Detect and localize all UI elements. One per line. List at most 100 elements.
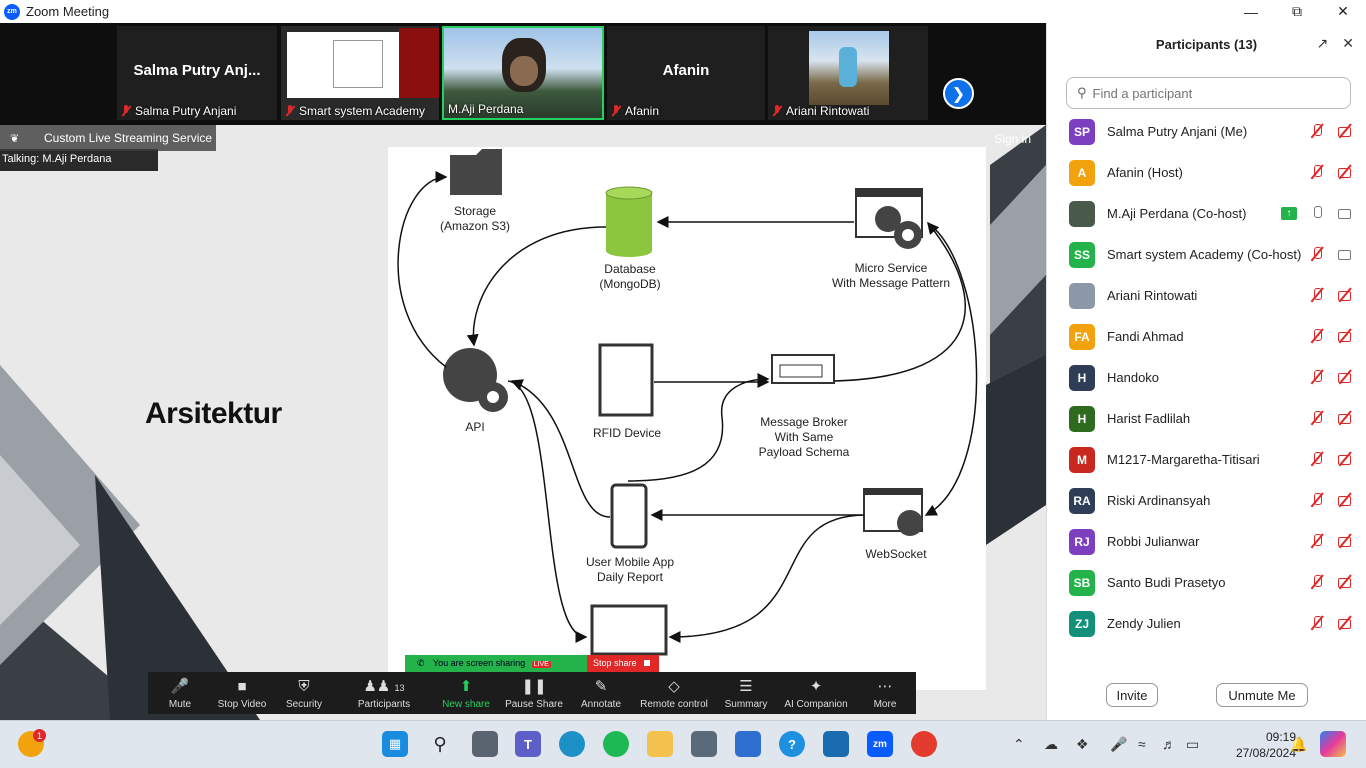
zoom-taskbar-icon[interactable]: zm bbox=[867, 731, 893, 757]
participant-status-icons bbox=[1309, 287, 1353, 303]
video-camera-icon bbox=[1337, 246, 1353, 262]
participant-row[interactable]: Ariani Rintowati bbox=[1047, 275, 1366, 316]
participant-name: M.Aji Perdana (Co-host) bbox=[1107, 206, 1247, 221]
calculator-icon[interactable] bbox=[691, 731, 717, 757]
more-dots-icon: ⋯ bbox=[877, 678, 893, 695]
spotify-icon[interactable] bbox=[603, 731, 629, 757]
minimize-button[interactable]: — bbox=[1244, 3, 1258, 20]
next-page-chevron-icon[interactable]: ❯ bbox=[943, 78, 974, 109]
tile-label: Ariani Rintowati bbox=[772, 104, 869, 118]
video-tile-ariani[interactable]: Ariani Rintowati bbox=[768, 26, 928, 120]
new-share-label: New share bbox=[442, 699, 490, 710]
close-button[interactable]: ✕ bbox=[1337, 3, 1349, 19]
teams-icon[interactable]: T bbox=[515, 731, 541, 757]
battery-icon[interactable]: ▭ bbox=[1186, 736, 1200, 752]
tile-display-name: Afanin bbox=[662, 62, 710, 79]
edge-icon[interactable] bbox=[559, 731, 585, 757]
participant-name: Afanin (Host) bbox=[1107, 165, 1183, 180]
participant-status-icons bbox=[1309, 574, 1353, 590]
system-clock[interactable]: 09:19 27/08/2024 bbox=[1236, 729, 1296, 761]
annotate-button[interactable]: ✎Annotate bbox=[568, 672, 634, 714]
participants-icon: ♟♟ 13 bbox=[363, 678, 405, 695]
live-stream-bar[interactable]: ❦ Custom Live Streaming Service bbox=[0, 125, 216, 151]
task-view-icon[interactable] bbox=[472, 731, 498, 757]
pause-share-button[interactable]: ❚❚Pause Share bbox=[500, 672, 568, 714]
summary-button[interactable]: ☰Summary bbox=[714, 672, 778, 714]
more-button[interactable]: ⋯ More bbox=[854, 672, 916, 714]
avatar bbox=[1069, 200, 1095, 227]
participant-name: Smart system Academy (Co-host) bbox=[1107, 247, 1302, 262]
remote-control-button[interactable]: ◇Remote control bbox=[634, 672, 714, 714]
ai-companion-label: AI Companion bbox=[784, 699, 848, 710]
dropbox-icon[interactable]: ❖ bbox=[1076, 736, 1089, 752]
search-icon[interactable]: ⚲ bbox=[433, 733, 447, 754]
stop-video-button[interactable]: ■Stop Video bbox=[212, 672, 272, 714]
security-button[interactable]: ⛨Security bbox=[272, 672, 336, 714]
video-camera-off-icon bbox=[1337, 451, 1353, 467]
help-icon[interactable]: ? bbox=[779, 731, 805, 757]
label-storage: Storage(Amazon S3) bbox=[439, 204, 511, 233]
sign-in-link[interactable]: Sign in bbox=[994, 132, 1031, 146]
video-camera-icon bbox=[1337, 205, 1353, 221]
avatar: SB bbox=[1069, 569, 1095, 596]
pop-out-icon[interactable]: ↗ bbox=[1316, 35, 1329, 51]
video-tile-smart-system[interactable]: Smart system Academy bbox=[281, 26, 439, 120]
video-camera-off-icon bbox=[1337, 410, 1353, 426]
avatar: A bbox=[1069, 159, 1095, 186]
stop-share-button[interactable]: Stop share bbox=[587, 655, 659, 672]
more-label: More bbox=[873, 699, 897, 710]
participant-name: Zendy Julien bbox=[1107, 616, 1181, 631]
participant-search[interactable]: ⚲ bbox=[1066, 77, 1351, 109]
store-icon[interactable] bbox=[735, 731, 761, 757]
participant-row[interactable]: SS Smart system Academy (Co-host) bbox=[1047, 234, 1366, 275]
cloud-off-icon[interactable]: ☁ bbox=[1044, 736, 1058, 752]
video-tile-afanin[interactable]: Afanin Afanin bbox=[607, 26, 765, 120]
video-tile-salma[interactable]: Salma Putry Anj... Salma Putry Anjani bbox=[117, 26, 277, 120]
wifi-icon[interactable]: ≈ bbox=[1138, 736, 1146, 752]
file-explorer-icon[interactable] bbox=[647, 731, 673, 757]
microphone-icon[interactable]: 🎤 bbox=[1110, 736, 1128, 752]
news-icon[interactable] bbox=[823, 731, 849, 757]
new-share-button[interactable]: ⬆New share bbox=[432, 672, 500, 714]
participant-status-icons bbox=[1309, 533, 1353, 549]
start-windows-icon[interactable]: ▦ bbox=[382, 731, 408, 757]
video-thumbnail-strip: Salma Putry Anj... Salma Putry Anjani Sm… bbox=[0, 23, 1046, 125]
slide-title: Arsitektur bbox=[145, 397, 282, 430]
bell-icon[interactable]: 🔔 bbox=[1290, 736, 1308, 752]
avatar: SS bbox=[1069, 241, 1095, 268]
participant-row[interactable]: M.Aji Perdana (Co-host)↑ bbox=[1047, 193, 1366, 234]
participant-row[interactable]: A Afanin (Host) bbox=[1047, 152, 1366, 193]
unmute-me-button[interactable]: Unmute Me bbox=[1216, 683, 1308, 707]
mobile-phone-icon bbox=[610, 483, 648, 549]
video-tile-aji-perdana[interactable]: M.Aji Perdana bbox=[442, 26, 604, 120]
close-icon[interactable]: ✕ bbox=[1342, 35, 1354, 51]
stop-share-label: Stop share bbox=[593, 658, 637, 668]
sharing-status: ✆ You are screen sharing LIVE bbox=[405, 655, 587, 672]
chrome-icon[interactable] bbox=[911, 731, 937, 757]
mic-muted-icon bbox=[121, 105, 131, 117]
video-camera-off-icon bbox=[1337, 533, 1353, 549]
microphone-muted-icon bbox=[1309, 123, 1325, 139]
chevron-up-icon[interactable]: ⌃ bbox=[1013, 736, 1025, 752]
search-input[interactable] bbox=[1092, 85, 1333, 101]
api-globe-icon bbox=[443, 348, 508, 412]
copilot-icon[interactable] bbox=[1320, 731, 1346, 757]
microphone-muted-icon bbox=[1309, 615, 1325, 631]
participant-status-icons bbox=[1309, 246, 1353, 262]
mute-button[interactable]: 🎤Mute bbox=[148, 672, 212, 714]
restore-button[interactable]: ⧉ bbox=[1292, 3, 1302, 19]
ai-companion-button[interactable]: ✦AI Companion bbox=[778, 672, 854, 714]
invite-button[interactable]: Invite bbox=[1106, 683, 1158, 707]
volume-icon[interactable]: ♬ bbox=[1162, 736, 1176, 752]
